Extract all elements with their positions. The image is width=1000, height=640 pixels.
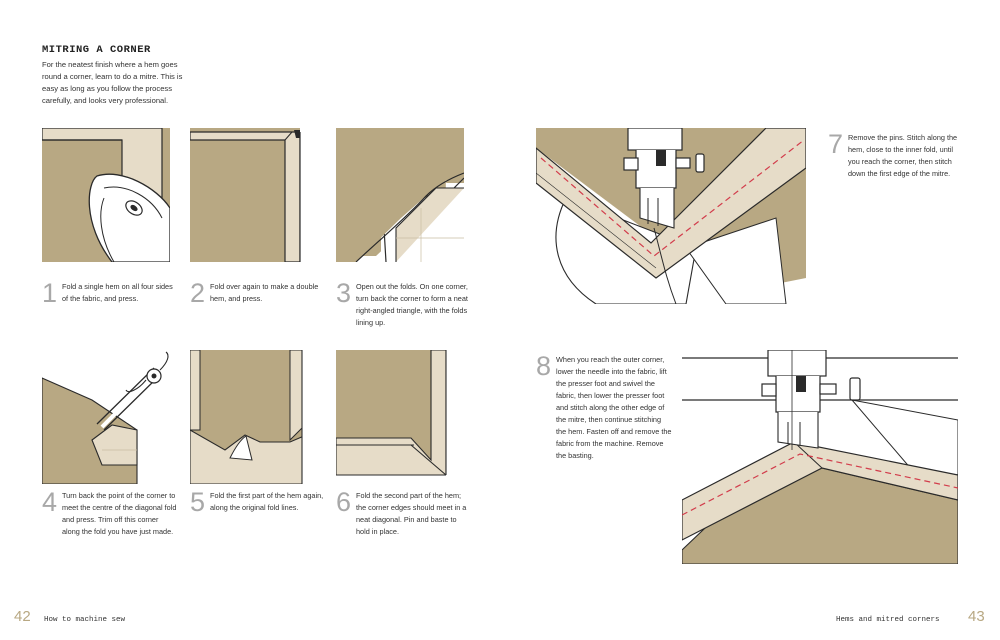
step-text: Fold the second part of the hem; the cor… [356, 491, 467, 536]
step-6: 6 Fold the second part of the hem; the c… [336, 487, 468, 538]
illustration-step-8 [682, 350, 958, 564]
step-8: 8 When you reach the outer corner, lower… [536, 351, 672, 462]
illustration-step-7 [536, 128, 806, 304]
step-text: When you reach the outer corner, lower t… [556, 355, 672, 460]
illustration-step-2 [190, 128, 318, 262]
step-number: 3 [336, 278, 352, 308]
intro-paragraph: For the neatest finish where a hem goes … [42, 60, 183, 105]
step-number: 7 [828, 129, 844, 159]
illustration-step-6 [336, 350, 464, 484]
right-running-title: Hems and mitred corners [836, 616, 940, 624]
illustration-step-5 [190, 350, 318, 484]
step-text: Fold the first part of the hem again, al… [210, 491, 324, 512]
step-number: 4 [42, 487, 58, 517]
step-number: 5 [190, 487, 206, 517]
section-heading: MITRING A CORNER [42, 44, 151, 56]
step-number: 2 [190, 278, 206, 308]
step-text: Turn back the point of the corner to mee… [62, 491, 177, 536]
left-page-number: 42 [14, 608, 31, 625]
step-number: 6 [336, 487, 352, 517]
illustration-step-1 [42, 128, 170, 262]
right-page-number: 43 [968, 608, 985, 625]
step-3: 3 Open out the folds. On one corner, tur… [336, 278, 468, 329]
step-number: 1 [42, 278, 58, 308]
left-running-title: How to machine sew [44, 616, 126, 624]
step-5: 5 Fold the first part of the hem again, … [190, 487, 325, 517]
step-7: 7 Remove the pins. Stitch along the hem,… [828, 129, 958, 180]
illustration-step-3 [336, 128, 464, 262]
step-4: 4 Turn back the point of the corner to m… [42, 487, 177, 538]
illustration-step-4 [42, 350, 170, 484]
step-text: Fold over again to make a double hem, an… [210, 282, 319, 303]
step-1: 1 Fold a single hem on all four sides of… [42, 278, 177, 308]
step-text: Open out the folds. On one corner, turn … [356, 282, 468, 327]
step-text: Remove the pins. Stitch along the hem, c… [848, 133, 958, 178]
step-number: 8 [536, 351, 552, 381]
step-2: 2 Fold over again to make a double hem, … [190, 278, 325, 308]
step-text: Fold a single hem on all four sides of t… [62, 282, 173, 303]
